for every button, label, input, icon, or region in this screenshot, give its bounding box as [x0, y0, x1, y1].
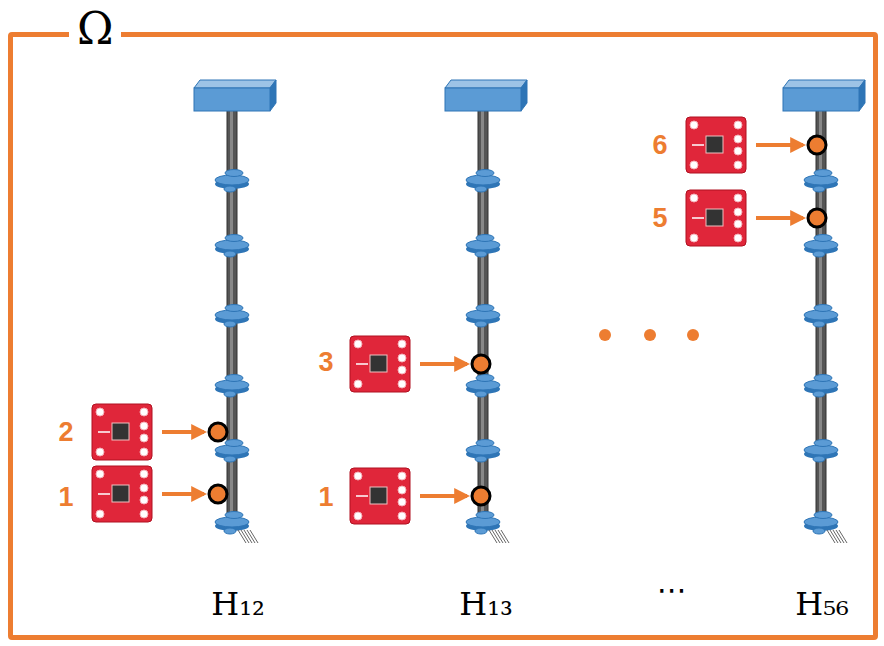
pendulum-rod	[194, 80, 276, 543]
domain-frame: Ω	[8, 32, 878, 640]
callout-number: 3	[318, 349, 333, 376]
ellipsis: ⋯	[657, 575, 687, 605]
accelerometer-board	[350, 468, 490, 524]
accelerometer-board	[350, 336, 490, 392]
accelerometer-board	[92, 404, 227, 460]
accelerometer-board	[92, 466, 227, 522]
accelerometer-board	[686, 117, 826, 173]
pendulum-name: H₁₂	[211, 588, 265, 620]
domain-symbol: Ω	[69, 7, 121, 51]
pendulum-name: H₁₃	[459, 588, 513, 620]
callout-number: 5	[652, 205, 667, 232]
ellipsis-dot	[687, 329, 699, 341]
pendulum-rod	[783, 80, 865, 543]
callout-number: 2	[58, 419, 73, 446]
pendulum-name: H₅₆	[795, 588, 849, 620]
callout-number: 1	[318, 484, 333, 511]
ellipsis-dot	[599, 329, 611, 341]
callout-number: 6	[652, 132, 667, 159]
pendulum-rod	[445, 80, 527, 543]
accelerometer-board	[686, 190, 826, 246]
ellipsis-dot	[644, 329, 656, 341]
callout-number: 1	[58, 484, 73, 511]
